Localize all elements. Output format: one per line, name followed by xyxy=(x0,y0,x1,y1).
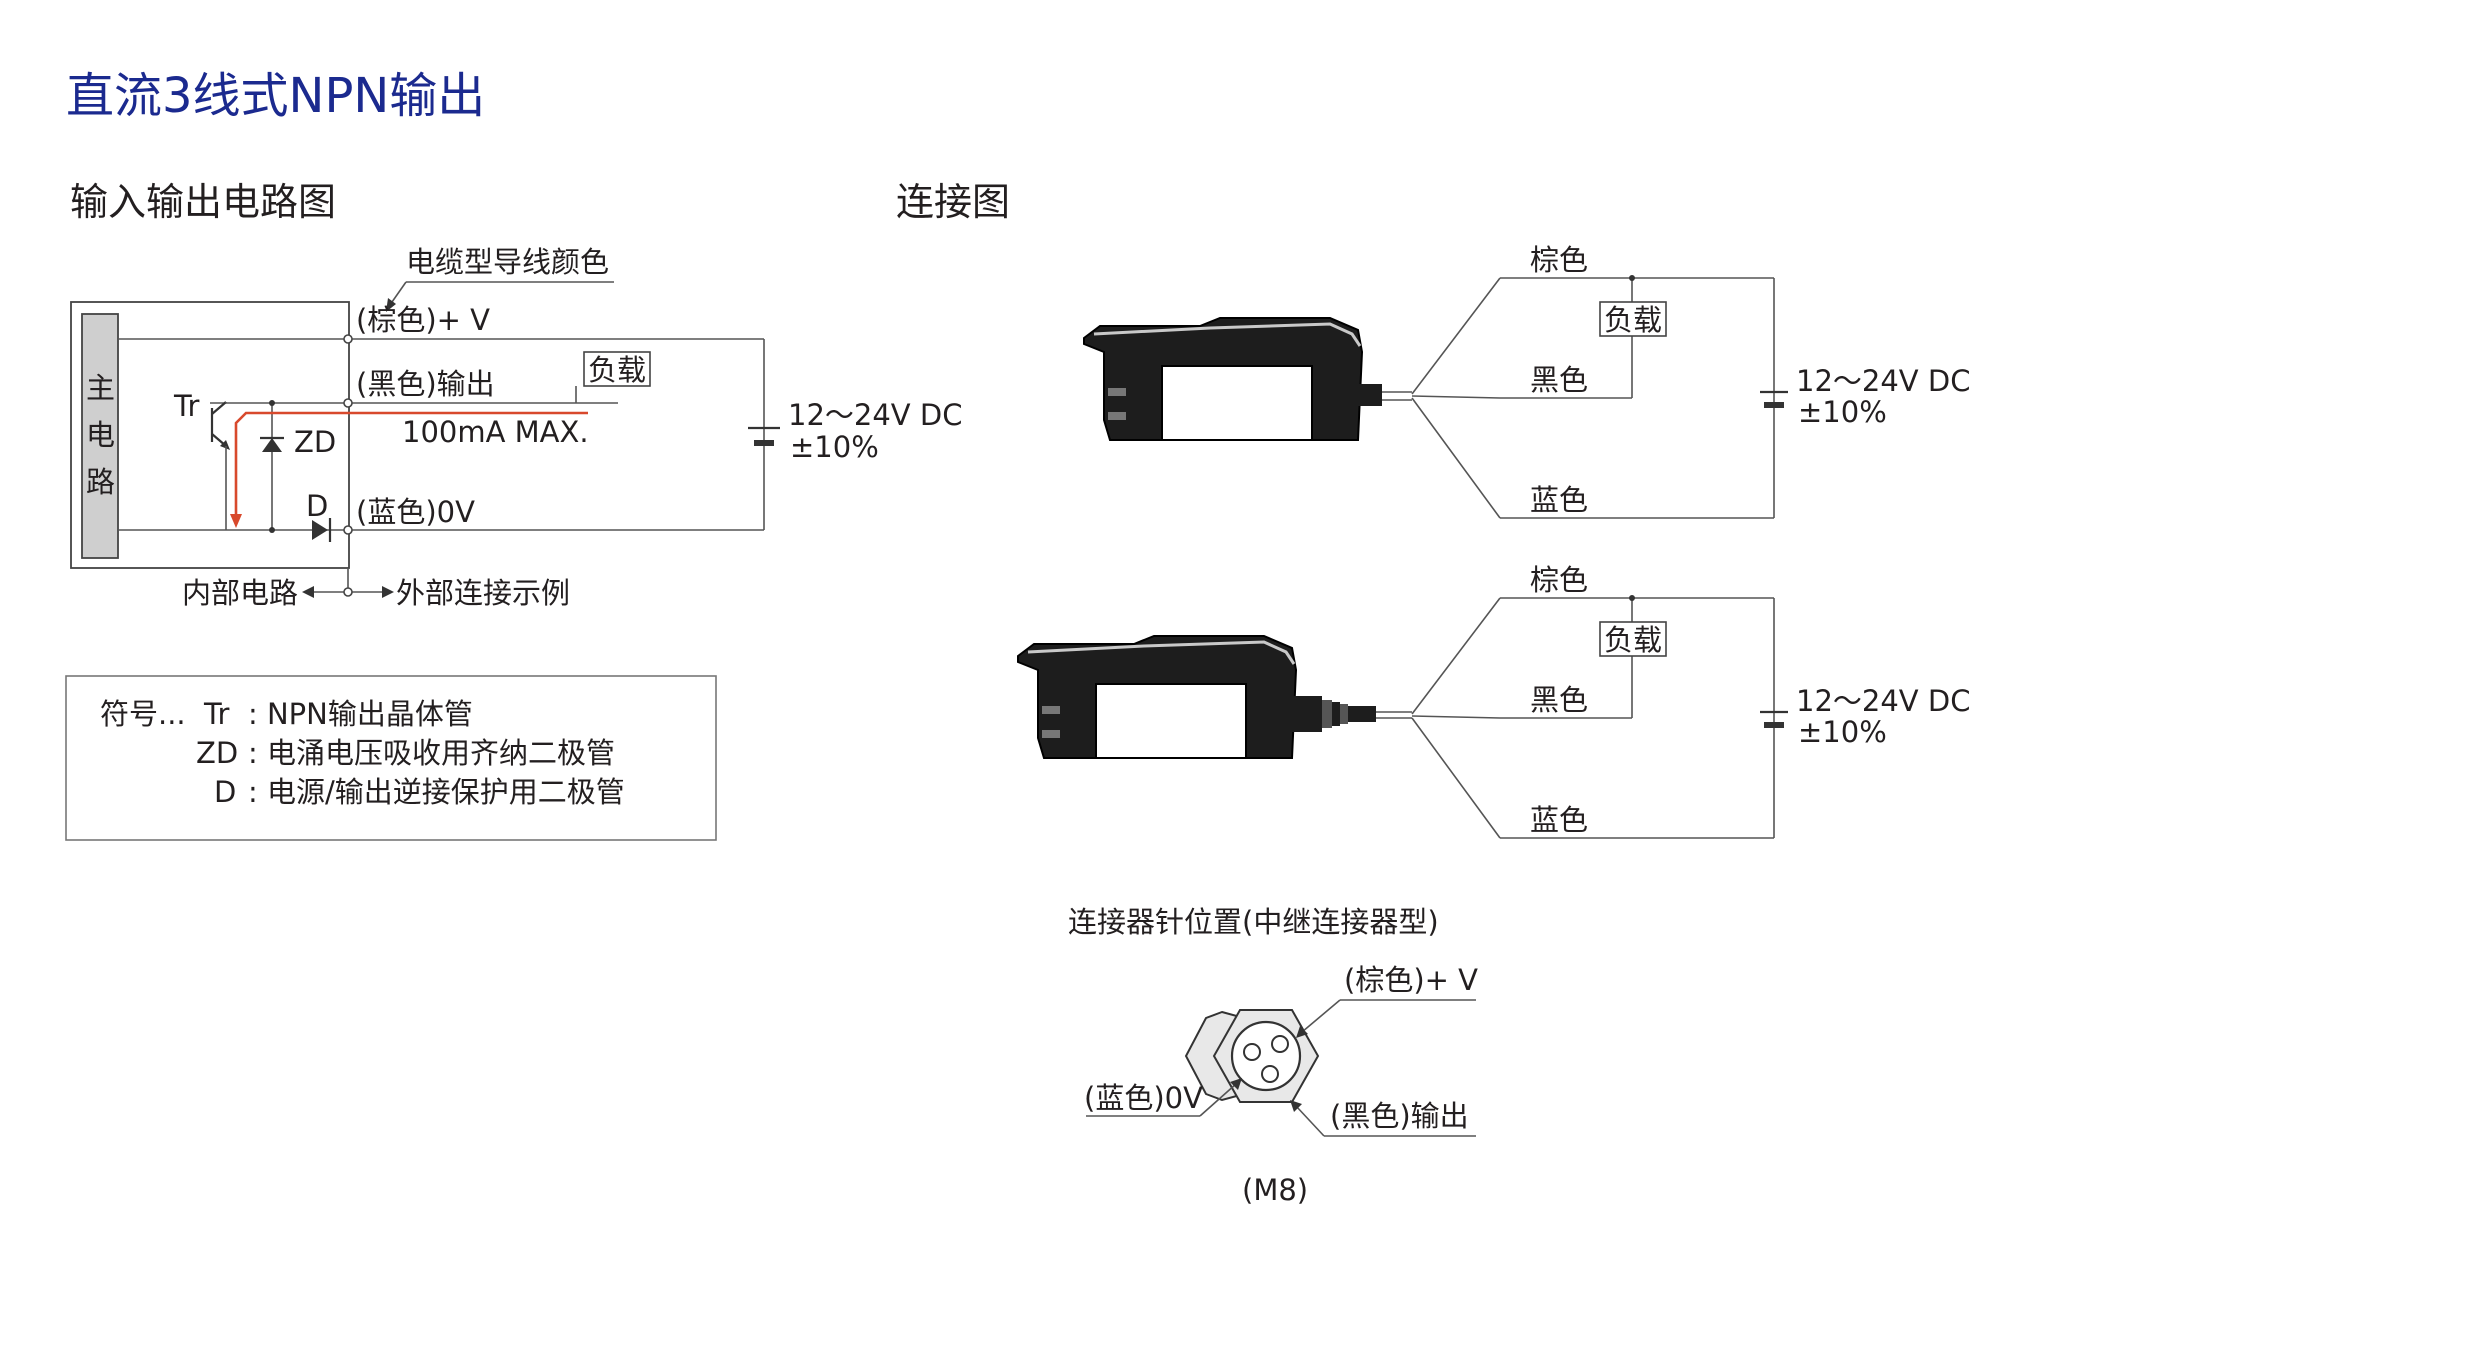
current-path xyxy=(234,411,588,520)
io-circuit-diagram: 输入输出电路图 电缆型导线颜色 主 电 路 (棕色)+ V (黑色)输出 (蓝色… xyxy=(70,180,962,610)
legend-sym-tr: Tr xyxy=(203,697,229,731)
load-label: 负载 xyxy=(588,353,646,387)
internal-circuit-label: 内部电路 xyxy=(182,576,298,610)
legend-sym-zd: ZD xyxy=(196,736,238,770)
legend-text-d: : 电源/输出逆接保护用二极管 xyxy=(248,775,625,809)
supply-label-cable-2: ±10% xyxy=(1798,395,1887,429)
connector-pin-layout: 连接器针位置(中继连接器型) (棕色)+ V (蓝色)0V (黑色)输出 (M8… xyxy=(1068,905,1478,1207)
legend-sym-d: D xyxy=(214,775,236,809)
supply-label-connector-2: ±10% xyxy=(1798,715,1887,749)
connector-type-label: (M8) xyxy=(1242,1173,1308,1207)
connection-diagram-cable: 负载 棕色 黑色 蓝色 12～24V DC ±10% xyxy=(1083,243,1970,519)
legend-prefix: 符号... xyxy=(100,697,186,731)
legend-text-tr: : NPN输出晶体管 xyxy=(248,697,473,731)
pin-zero-label: (蓝色)0V xyxy=(1084,1081,1203,1115)
load-box-cable xyxy=(1599,301,1667,337)
load-box xyxy=(583,351,651,387)
supply-label-cable-1: 12～24V DC xyxy=(1796,364,1970,398)
zener-diode-symbol xyxy=(262,438,282,452)
circuit-heading: 输入输出电路图 xyxy=(70,180,336,224)
connection-heading: 连接图 xyxy=(896,180,1010,224)
brown-wire-label-cable: 棕色 xyxy=(1530,243,1588,277)
terminal-plus xyxy=(343,334,353,344)
terminal-zero xyxy=(343,525,353,535)
pin-output xyxy=(1261,1065,1279,1083)
main-circuit-label-3: 路 xyxy=(86,465,115,499)
blue-wire-label-connector: 蓝色 xyxy=(1530,803,1588,837)
supply-label-1: 12～24V DC xyxy=(788,398,962,432)
black-wire-label-connector: 黑色 xyxy=(1530,683,1588,717)
external-example-label: 外部连接示例 xyxy=(396,576,570,610)
diode-symbol xyxy=(312,520,328,540)
supply-label-connector-1: 12～24V DC xyxy=(1796,684,1970,718)
load-box-connector xyxy=(1599,621,1667,657)
blue-wire-label-cable: 蓝色 xyxy=(1530,483,1588,517)
main-title: 直流3线式NPN输出 xyxy=(66,68,485,124)
main-circuit-block xyxy=(81,313,119,559)
legend-text-zd: : 电涌电压吸收用齐纳二极管 xyxy=(248,736,615,770)
plus-v-label: (棕色)+ V xyxy=(356,303,490,337)
symbol-legend: 符号... Tr : NPN输出晶体管 ZD : 电涌电压吸收用齐纳二极管 D … xyxy=(65,675,717,841)
zero-v-label: (蓝色)0V xyxy=(356,495,475,529)
pin-zero xyxy=(1243,1043,1261,1061)
max-current-label: 100mA MAX. xyxy=(402,415,589,449)
internal-circuit-box xyxy=(70,301,350,569)
cable-color-note: 电缆型导线颜色 xyxy=(406,245,609,279)
d-label: D xyxy=(306,489,328,523)
connection-diagram-connector: 负载 棕色 黑色 蓝色 12～24V DC ±10% xyxy=(1017,563,1970,839)
connector-title: 连接器针位置(中继连接器型) xyxy=(1068,905,1439,939)
main-circuit-label-2: 电 xyxy=(86,418,115,452)
black-wire-label-cable: 黑色 xyxy=(1530,363,1588,397)
zd-label: ZD xyxy=(294,425,336,459)
load-label-connector: 负载 xyxy=(1604,623,1662,657)
load-label-cable: 负载 xyxy=(1604,303,1662,337)
pin-plus xyxy=(1271,1035,1289,1053)
output-label: (黑色)输出 xyxy=(356,367,495,401)
supply-label-2: ±10% xyxy=(790,430,879,464)
tr-label: Tr xyxy=(173,389,199,423)
terminal-output xyxy=(343,398,353,408)
brown-wire-label-connector: 棕色 xyxy=(1530,563,1588,597)
pin-output-label: (黑色)输出 xyxy=(1330,1099,1469,1133)
pin-plus-label: (棕色)+ V xyxy=(1344,963,1478,997)
main-circuit-label-1: 主 xyxy=(86,371,115,405)
